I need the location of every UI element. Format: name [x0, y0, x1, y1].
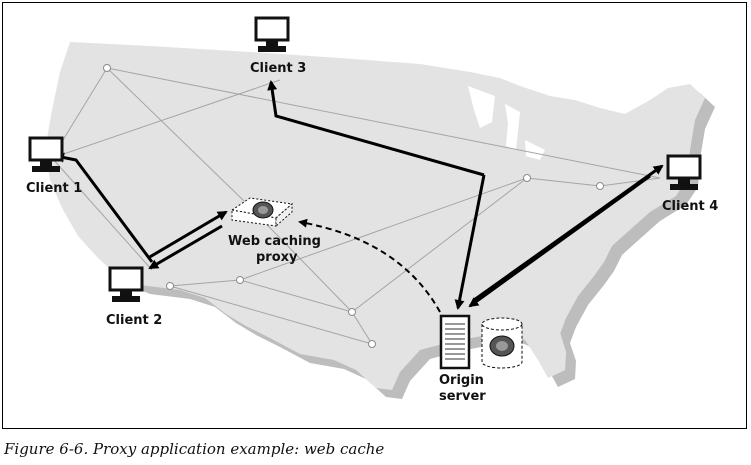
network-link — [106, 67, 661, 179]
proxy-label-line2: proxy — [256, 250, 298, 265]
origin-server-icon — [439, 314, 471, 370]
network-link — [351, 311, 373, 345]
client-1-label: Client 1 — [26, 181, 82, 196]
network-link — [169, 285, 373, 345]
client-2-computer-icon — [108, 266, 144, 302]
great-lakes — [468, 86, 545, 160]
client-4-label: Client 4 — [662, 199, 718, 214]
us-map — [45, 42, 715, 399]
network-nodes — [103, 64, 604, 348]
network-link — [169, 279, 241, 287]
dashed-fetch-arrow — [298, 218, 441, 313]
arrow-origin-to-client3 — [267, 80, 485, 177]
network-link — [599, 177, 661, 187]
map-land — [45, 42, 705, 390]
router-node — [596, 182, 604, 190]
arrow-origin-path-trunk — [454, 174, 486, 310]
arrow-client2-to-proxy — [147, 210, 228, 260]
network-link — [239, 279, 353, 313]
client-3-computer-icon — [254, 16, 290, 52]
router-node — [103, 64, 111, 72]
origin-label-line2: server — [439, 389, 486, 404]
network-link — [51, 157, 153, 271]
router-node — [166, 282, 174, 290]
router-node — [236, 276, 244, 284]
arrow-origin-to-client4 — [473, 164, 664, 302]
network-link — [106, 67, 244, 201]
origin-label-line1: Origin — [439, 373, 484, 388]
proxy-label-line1: Web caching — [228, 234, 321, 249]
proxy-diagram: Client 1 Client 2 Client 3 Client 4 Web … — [26, 16, 718, 404]
map-florida — [525, 332, 566, 376]
network-link — [351, 177, 528, 313]
client-1-computer-icon — [28, 136, 64, 172]
client-4-computer-icon — [666, 154, 702, 190]
network-link — [526, 177, 601, 187]
router-node — [348, 308, 356, 316]
router-node — [368, 340, 376, 348]
figure-caption: Figure 6-6. Proxy application example: w… — [4, 440, 385, 458]
database-icon — [481, 317, 523, 369]
proxy-cache-icon — [230, 197, 294, 228]
client-2-label: Client 2 — [106, 313, 162, 328]
network-link — [51, 79, 281, 159]
connections — [54, 80, 664, 310]
router-node — [523, 174, 531, 182]
client-3-label: Client 3 — [250, 61, 306, 76]
arrow-proxy-to-client2 — [148, 224, 223, 270]
